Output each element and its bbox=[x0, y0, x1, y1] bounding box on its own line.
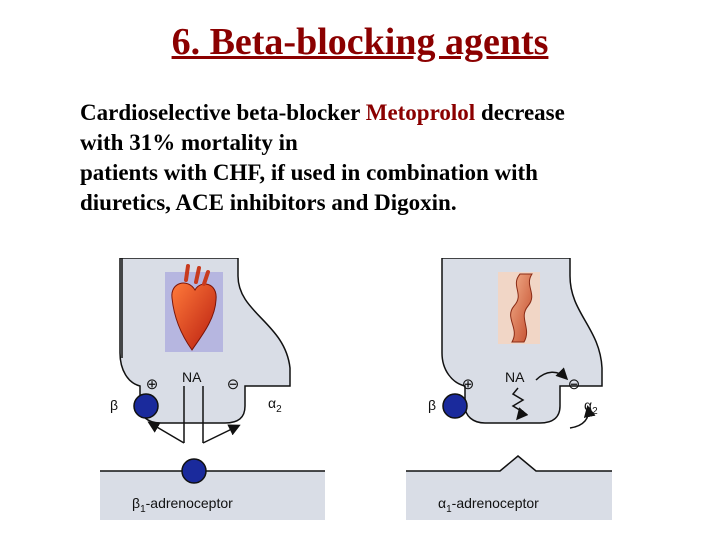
right-na-label: NA bbox=[505, 369, 525, 385]
receptor-diagram: β ⊕ ⊖ NA α2 β1-adrenoceptor bbox=[100, 258, 612, 520]
body-line-2: with 31% mortality in bbox=[80, 130, 298, 155]
body-line-1-start: Cardioselective beta-blocker bbox=[80, 100, 366, 125]
right-receptor-label: α1-adrenoceptor bbox=[438, 495, 539, 515]
blood-vessel-icon bbox=[510, 273, 533, 343]
left-minus-symbol: ⊖ bbox=[227, 376, 240, 393]
right-minus-symbol: ⊖ bbox=[568, 376, 581, 393]
left-beta-label: β bbox=[110, 397, 118, 413]
left-panel: β ⊕ ⊖ NA α2 β1-adrenoceptor bbox=[100, 258, 325, 520]
left-plus-symbol: ⊕ bbox=[146, 376, 159, 393]
right-arrow-to-minus bbox=[535, 367, 569, 381]
right-plus-symbol: ⊕ bbox=[462, 376, 475, 393]
left-beta1-receptor-dot bbox=[181, 458, 207, 484]
right-beta-receptor-dot bbox=[442, 393, 468, 419]
left-receptor-label: β1-adrenoceptor bbox=[132, 495, 233, 515]
left-alpha-label: α2 bbox=[268, 395, 282, 415]
body-line-1: Cardioselective beta-blocker Metoprolol … bbox=[80, 98, 700, 128]
left-na-label: NA bbox=[182, 369, 202, 385]
body-line-1-end: decrease bbox=[475, 100, 565, 125]
right-zigzag-arrow bbox=[511, 387, 529, 421]
body-line-3: patients with CHF, if used in combinatio… bbox=[80, 160, 538, 185]
left-arrow-up-left bbox=[147, 421, 185, 444]
body-paragraph: Cardioselective beta-blocker Metoprolol … bbox=[80, 98, 700, 218]
right-panel: β ⊕ ⊖ NA α2 α1-adrenoceptor bbox=[406, 258, 612, 520]
right-alpha-label: α2 bbox=[584, 397, 598, 417]
page-title: 6. Beta-blocking agents bbox=[171, 21, 549, 63]
right-postsynaptic-membrane bbox=[406, 456, 612, 520]
right-beta-label: β bbox=[428, 397, 436, 413]
left-beta-receptor-dot bbox=[133, 393, 159, 419]
right-curved-arrow bbox=[569, 405, 596, 429]
receptor-figure: β ⊕ ⊖ NA α2 β1-adrenoceptor bbox=[100, 258, 612, 520]
drug-name: Metoprolol bbox=[365, 100, 476, 125]
body-line-4: diuretics, ACE inhibitors and Digoxin. bbox=[80, 190, 457, 215]
heart-icon bbox=[171, 264, 217, 351]
left-postsynaptic-membrane bbox=[100, 471, 325, 520]
left-arrow-up-right bbox=[202, 424, 241, 444]
